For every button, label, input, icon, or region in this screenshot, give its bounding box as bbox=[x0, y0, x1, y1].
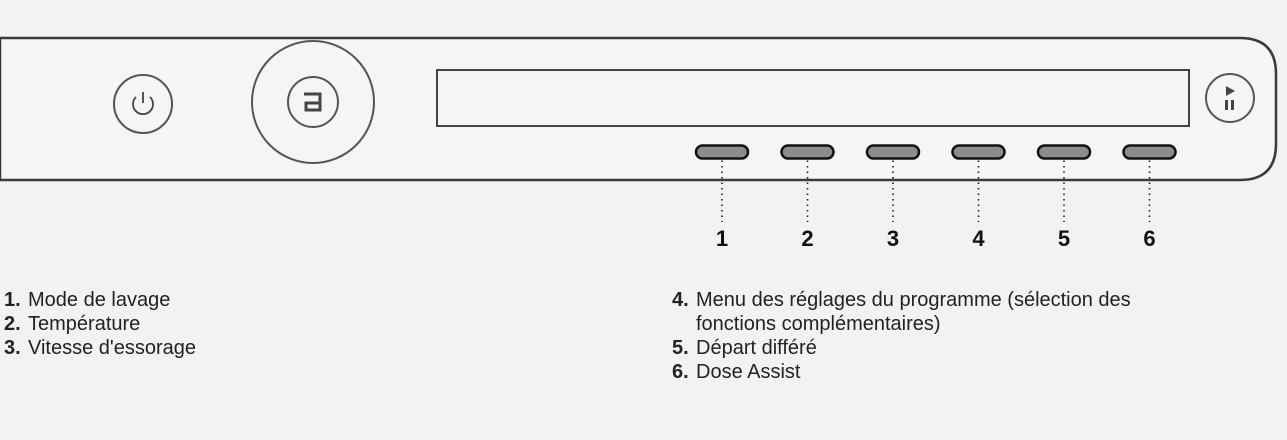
legend-item: 4. Menu des réglages du programme (sélect… bbox=[672, 288, 1131, 312]
legend-number: 3. bbox=[4, 337, 21, 359]
legend-text: Mode de lavage bbox=[28, 289, 171, 311]
option-button-1[interactable] bbox=[694, 144, 750, 160]
legend-left: 1. Mode de lavage 2. Température 3. Vitesse… bbox=[4, 288, 196, 360]
legend-text: Vitesse d'essorage bbox=[28, 337, 196, 359]
legend-item: 6. Dose Assist bbox=[672, 360, 1131, 384]
option-button-4[interactable] bbox=[951, 144, 1006, 160]
legend-text: Température bbox=[28, 313, 141, 335]
play-pause-icon bbox=[1225, 86, 1235, 110]
option-button-5[interactable] bbox=[1036, 144, 1092, 160]
legend-text: Dose Assist bbox=[696, 361, 801, 383]
legend-item: 3. Vitesse d'essorage bbox=[4, 336, 196, 360]
legend-number: 2. bbox=[4, 313, 21, 335]
option-button-2[interactable] bbox=[780, 144, 835, 160]
option-button-6[interactable] bbox=[1122, 144, 1177, 160]
power-icon bbox=[132, 92, 154, 116]
legend-item: 5. Départ différé bbox=[672, 336, 1131, 360]
callout-number-2: 2 bbox=[801, 226, 814, 251]
callout-number-4: 4 bbox=[972, 226, 985, 251]
legend-number: 4. bbox=[672, 289, 689, 311]
legend-item: 2. Température bbox=[4, 312, 196, 336]
legend-number: 6. bbox=[672, 361, 689, 383]
option-button-3[interactable] bbox=[865, 144, 921, 160]
program-dial[interactable] bbox=[251, 40, 375, 164]
legend-right: 4. Menu des réglages du programme (sélect… bbox=[672, 288, 1131, 384]
start-pause-button[interactable] bbox=[1205, 73, 1255, 123]
callout-number-6: 6 bbox=[1143, 226, 1156, 251]
power-button[interactable] bbox=[113, 74, 173, 134]
legend-number: 5. bbox=[672, 337, 689, 359]
brand-logo-icon bbox=[304, 92, 322, 112]
callout-number-5: 5 bbox=[1057, 226, 1071, 251]
legend-item: 1. Mode de lavage bbox=[4, 288, 196, 312]
callout-number-1: 1 bbox=[715, 226, 729, 251]
legend-number: 1. bbox=[4, 289, 21, 311]
legend-text: Départ différé bbox=[696, 337, 817, 359]
callout-number-3: 3 bbox=[886, 226, 900, 251]
display-screen bbox=[436, 69, 1190, 127]
legend-text-continuation: fonctions complémentaires) bbox=[696, 313, 941, 335]
legend-text: Menu des réglages du programme (sélectio… bbox=[696, 289, 1131, 311]
